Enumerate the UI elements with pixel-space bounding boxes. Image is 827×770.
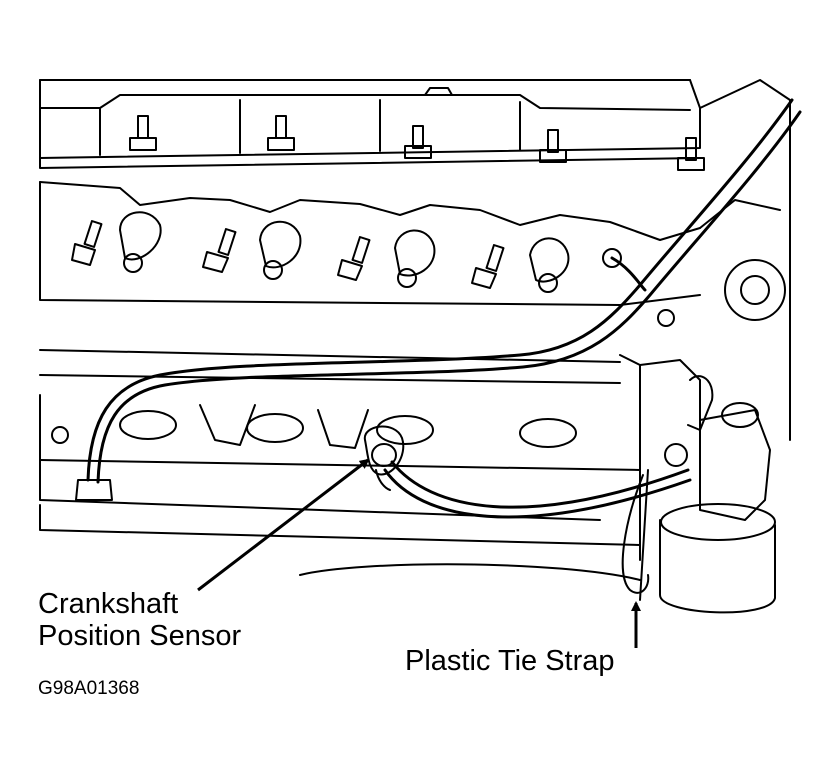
plastic-tie-strap xyxy=(621,469,650,601)
spark-plug xyxy=(337,236,371,281)
harness-connector xyxy=(75,479,113,501)
oil-filter xyxy=(659,375,776,614)
head-bolt xyxy=(677,137,705,171)
crankshaft-position-sensor xyxy=(363,425,405,491)
figure-code: G98A01368 xyxy=(38,678,140,699)
exhaust-manifold xyxy=(39,181,701,327)
head-bolt xyxy=(129,115,157,151)
head-bolt xyxy=(404,125,432,159)
cylinder-head xyxy=(39,79,705,171)
head-bolt xyxy=(267,115,295,151)
crankshaft-sensor-label-line1: Crankshaft xyxy=(38,588,179,620)
wiring-harness xyxy=(86,98,802,519)
spark-plug xyxy=(71,220,103,266)
crankshaft-sensor-label: Crankshaft Position Sensor xyxy=(38,588,241,653)
spark-plug xyxy=(471,244,505,289)
crankshaft-sensor-label-line2: Position Sensor xyxy=(38,620,242,653)
head-bolt xyxy=(539,129,567,163)
crankshaft-sensor-leader-arrow xyxy=(197,458,370,592)
tie-strap-label: Plastic Tie Strap xyxy=(405,645,615,677)
spark-plug xyxy=(202,228,237,273)
timing-cover xyxy=(619,79,791,561)
engine-block xyxy=(39,349,641,581)
